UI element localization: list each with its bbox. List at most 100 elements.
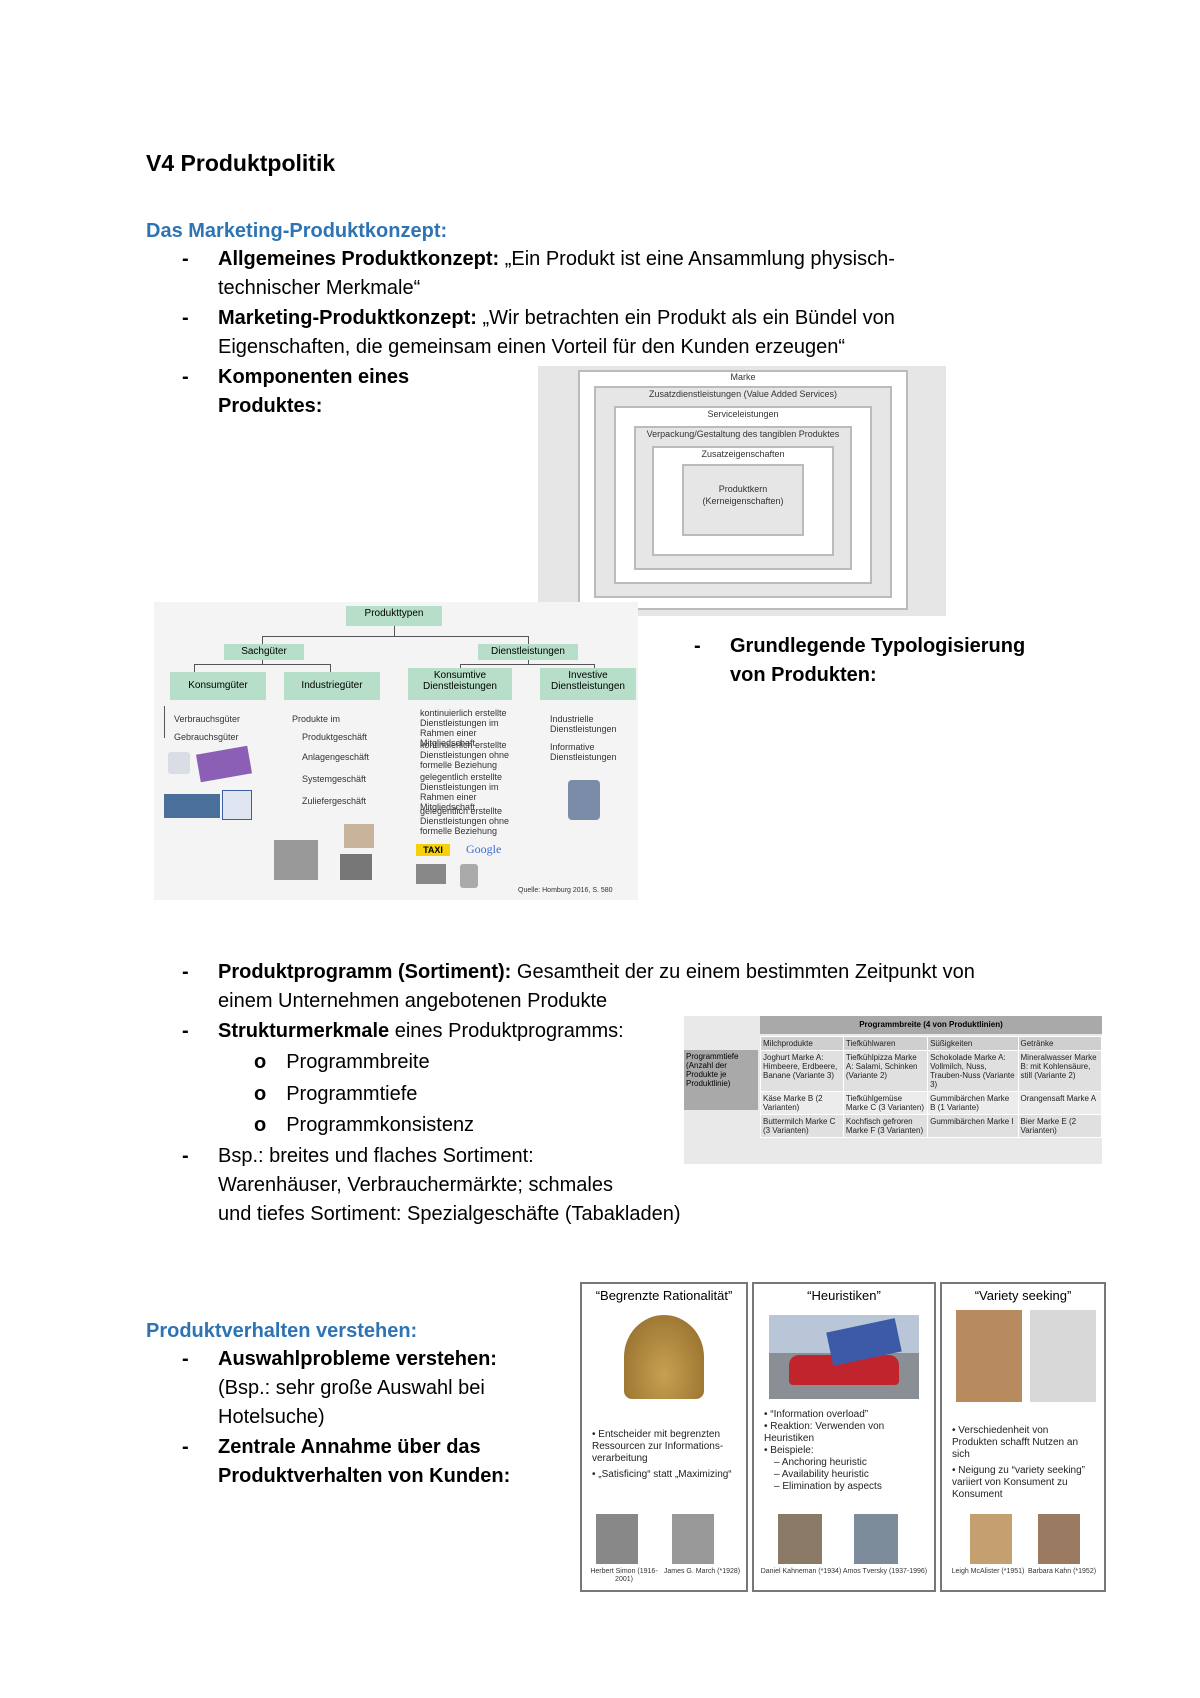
table-rowhead: Programmtiefe (Anzahl der Produkte je Pr… [684,1050,758,1110]
card-heuristiken: “Heuristiken” • “Information overload” •… [752,1282,936,1592]
caption-simon: Herbert Simon (1916-2001) [590,1568,658,1583]
machine-image [274,840,318,880]
col-getraenke: Getränke [1017,1036,1102,1051]
card-title: “Begrenzte Rationalität” [595,1288,733,1303]
table-cell: Buttermilch Marke C (3 Varianten) [760,1114,844,1138]
caption-tversky: Amos Tversky (1937-1996) [842,1568,928,1575]
label-marke: Marke [730,372,756,382]
hand-image [344,824,374,848]
card-title: “Heuristiken” [807,1288,881,1303]
leaf-idl-1: Industrielle Dienstleistungen [550,714,617,734]
card-bullet: • “Information overload” [764,1409,869,1420]
leaf-gebrauchsgueter: Gebrauchsgüter [174,732,239,742]
node-dienstleistungen: Dienstleistungen [478,644,578,660]
table-cell: Tiefkühlgemüse Marke C (3 Varianten) [842,1091,929,1115]
label-zusatzdienstleistungen: Zusatzdienstleistungen (Value Added Serv… [649,389,837,399]
node-konsumtive-dl: Konsumtive Dienstleistungen [408,668,512,700]
node-sachgueter: Sachgüter [224,644,304,660]
leaf-kdl-2: kontinuierlich erstellte Dienstleistunge… [420,740,510,770]
label-produktkern: Produktkern [718,484,768,494]
table-cell: Schokolade Marke A: Vollmilch, Nuss, Tra… [927,1050,1019,1092]
leaf-produkte-im: Produkte im [292,714,341,724]
col-tiefkuehl: Tiefkühlwaren [842,1036,929,1051]
list-item-allgemein: - Allgemeines Produktkonzept: „Ein Produ… [182,248,895,299]
mobile-image [460,864,478,888]
node-industriegueter: Industriegüter [284,672,380,700]
page-title: V4 Produktpolitik [146,150,336,176]
card-bullet: • Neigung zu “variety seeking” variiert … [952,1465,1086,1500]
program-table: Programmbreite (4 von Produktlinien) Pro… [684,1016,1102,1164]
card-bullet: • Reaktion: Verwenden von Heuristiken [764,1421,885,1444]
portrait-short-hair [1030,1310,1096,1402]
portrait-tversky [854,1514,898,1564]
card-variety-seeking: “Variety seeking” • Verschiedenheit von … [940,1282,1106,1592]
table-cell: Tiefkühlpizza Marke A: Salami, Schinken … [842,1050,929,1092]
portrait-kahn [1038,1514,1080,1564]
typology-source: Quelle: Homburg 2016, S. 580 [518,887,613,894]
washing-machine-image [168,752,190,774]
col-suess: Süßigkeiten [927,1036,1019,1051]
detergent-image [222,790,252,820]
list-item-strukturmerkmale: - Strukturmerkmale eines Produktprogramm… [182,1020,624,1042]
list-item-beispiel: - Bsp.: breites und flaches Sortiment:Wa… [182,1145,681,1225]
typology-figure: Produkttypen Sachgüter Dienstleistungen … [154,602,638,900]
google-logo: Google [466,842,502,856]
caption-march: James G. March (*1928) [663,1568,741,1575]
portrait-long-hair [956,1310,1022,1402]
section-heading-produktkonzept: Das Marketing-Produktkonzept: [146,220,448,242]
haystack-image [624,1315,704,1399]
phone-image [416,864,446,884]
card-bullet: • „Satisficing“ statt „Maximizing“ [592,1469,732,1480]
caption-kahn: Barbara Kahn (*1952) [1027,1568,1097,1575]
caption-mcalister: Leigh McAlister (*1951) [951,1568,1025,1575]
leaf-produktgeschaeft: Produktgeschäft [302,732,368,742]
leaf-kdl-4: gelegentlich erstellte Dienstleistungen … [420,806,510,836]
taxi-logo: TAXI [416,844,450,856]
portrait-simon [596,1514,638,1564]
leaf-anlagengeschaeft: Anlagengeschäft [302,752,370,762]
table-cell: Kochfisch gefroren Marke F (3 Varianten) [842,1114,929,1138]
card-bullet: • Verschiedenheit von Produkten schafft … [952,1425,1079,1460]
car-overload-image [769,1315,919,1399]
table-cell: Mineralwasser Marke B: mit Kohlensäure, … [1017,1050,1102,1092]
card-begrenzte-rationalitaet: “Begrenzte Rationalität” • Entscheider m… [580,1282,748,1592]
portrait-mcalister [970,1514,1012,1564]
leaf-zuliefergeschaeft: Zuliefergeschäft [302,796,367,806]
table-cell: Gummibärchen Marke B (1 Variante) [927,1091,1019,1115]
table-cell: Bier Marke E (2 Varianten) [1017,1114,1102,1138]
label-zusatzeigenschaften: Zusatzeigenschaften [701,449,785,459]
leaf-kdl-3: gelegentlich erstellte Dienstleistungen … [420,772,503,812]
card-bullet: • Entscheider mit begrenzten Ressourcen … [592,1429,724,1464]
card-subbullet: – Anchoring heuristic [774,1457,867,1468]
leaf-verbrauchsgueter: Verbrauchsgüter [174,714,241,724]
label-verpackung: Verpackung/Gestaltung des tangiblen Prod… [646,429,840,439]
list-item-produktprogramm: - Produktprogramm (Sortiment): Gesamthei… [182,961,975,1012]
card-title: “Variety seeking” [974,1288,1072,1303]
node-produkttypen: Produkttypen [346,606,442,626]
label-kerneigenschaften: (Kerneigenschaften) [702,496,784,506]
leaf-idl-2: Informative Dienstleistungen [550,742,617,762]
leaf-systemgeschaeft: Systemgeschäft [302,774,367,784]
portrait-march [672,1514,714,1564]
node-investive-dl: Investive Dienstleistungen [540,668,636,700]
table-cell: Gummibärchen Marke I [927,1114,1019,1138]
table-cell: Käse Marke B (2 Varianten) [760,1091,844,1115]
label-serviceleistungen: Serviceleistungen [707,409,779,419]
list-item-auswahlprobleme: - Auswahlprobleme verstehen:(Bsp.: sehr … [182,1348,497,1428]
card-bullet: • Beispiele: [764,1445,814,1456]
leaf-kdl-1: kontinuierlich erstellte Dienstleistunge… [420,708,507,748]
table-cell: Joghurt Marke A: Himbeere, Erdbeere, Ban… [760,1050,844,1092]
col-milch: Milchprodukte [760,1036,844,1051]
list-item-marketing: - Marketing-Produktkonzept: „Wir betrach… [182,307,895,358]
chocolate-image [195,745,253,783]
people-image [568,780,600,820]
components-figure: Marke Zusatzdienstleistungen (Value Adde… [538,366,946,616]
portrait-kahneman [778,1514,822,1564]
table-cell: Orangensaft Marke A [1017,1091,1102,1115]
